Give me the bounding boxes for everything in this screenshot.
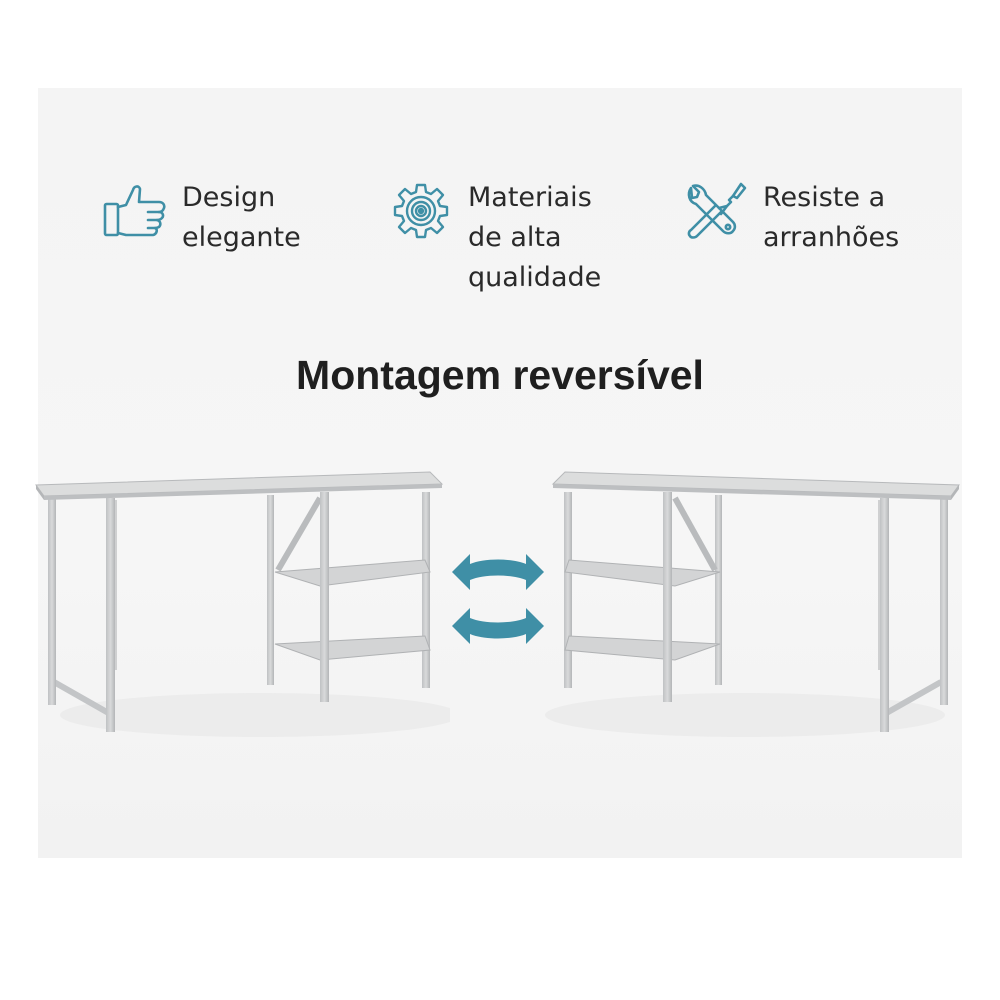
- feature-label: Design elegante: [182, 182, 301, 253]
- feature-design: Design elegante: [102, 178, 301, 258]
- page-title: Montagem reversível: [296, 352, 704, 398]
- gear-icon: [393, 183, 449, 239]
- feature-label: Materiais de alta qualidade: [468, 182, 602, 293]
- desk-right-image: [545, 471, 960, 737]
- swap-arrows-icon: [452, 554, 544, 644]
- feature-scratch-resistant: Resiste a arranhões: [683, 178, 899, 258]
- desk-left-image: [35, 471, 450, 737]
- wrench-screwdriver-icon: [687, 182, 747, 239]
- feature-label: Resiste a arranhões: [763, 182, 900, 253]
- feature-materials: Materiais de alta qualidade: [388, 178, 601, 298]
- thumbs-up-icon: [103, 185, 166, 237]
